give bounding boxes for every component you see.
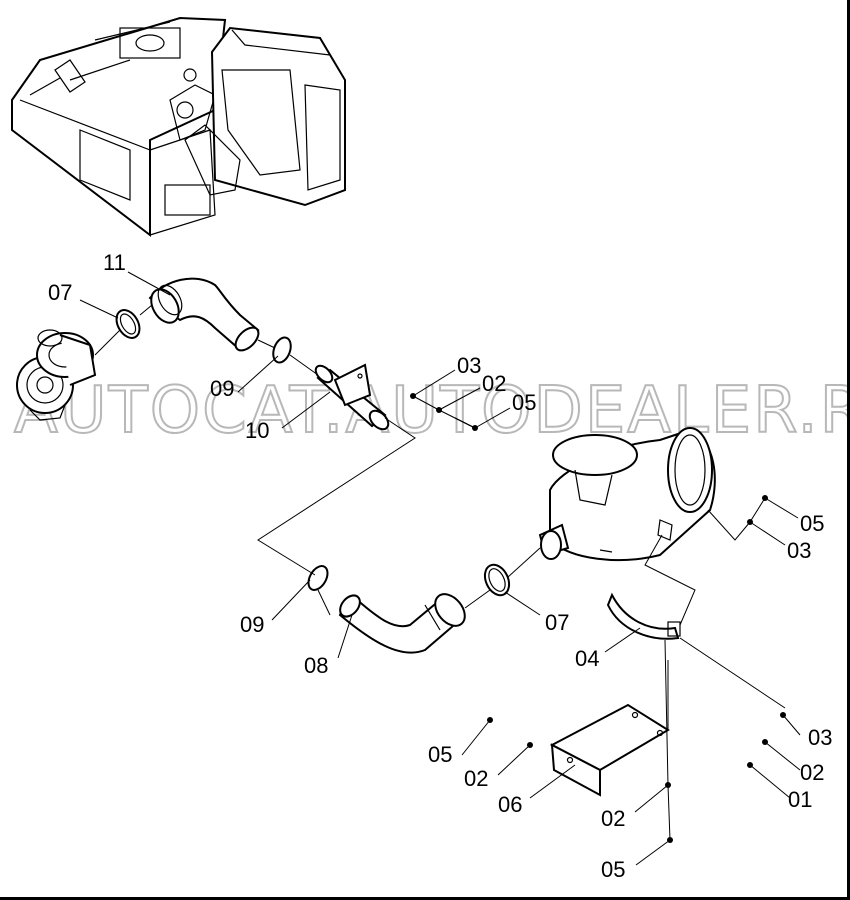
callout-02-bottom: 02	[601, 806, 625, 831]
callout-04: 04	[575, 646, 599, 671]
callout-02-upper: 02	[482, 371, 506, 396]
mounting-bracket-06	[549, 703, 670, 797]
hose-clamp-09-lower	[307, 565, 329, 591]
callout-01: 01	[788, 787, 812, 812]
intake-pipe-10	[314, 363, 390, 431]
hose-elbow-11	[148, 277, 260, 352]
callout-labels: 11 07 09 10 03 02 05 05 03 09 08 07 04 0…	[48, 250, 832, 882]
callout-02-bracket: 02	[464, 766, 488, 791]
callout-03-right: 03	[787, 538, 811, 563]
callout-03-lower: 03	[808, 725, 832, 750]
callout-03-upper: 03	[457, 353, 481, 378]
callout-10: 10	[245, 418, 269, 443]
callout-07-lower: 07	[545, 610, 569, 635]
callout-05-right: 05	[800, 511, 824, 536]
hose-clamp-07-lower	[483, 563, 511, 597]
callout-11: 11	[103, 250, 126, 275]
hose-clamp-07-upper	[115, 309, 141, 339]
frame-bottom	[0, 897, 850, 900]
turbocharger	[16, 329, 97, 421]
air-cleaner	[538, 427, 716, 561]
callout-07-upper: 07	[48, 280, 72, 305]
watermark-text: AUTOCAT.AUTODEALER.RU	[14, 374, 850, 448]
callout-09-lower: 09	[240, 612, 264, 637]
callout-09-upper: 09	[210, 376, 234, 401]
callout-05-bracket: 05	[428, 742, 452, 767]
callout-02-lower: 02	[800, 760, 824, 785]
callout-leaders	[79, 271, 801, 866]
callout-08: 08	[304, 653, 328, 678]
mounting-band-04	[606, 592, 681, 640]
callout-05-upper: 05	[512, 390, 536, 415]
frame-right	[847, 0, 850, 900]
callout-05-bottom: 05	[601, 857, 625, 882]
callout-06: 06	[498, 792, 522, 817]
hose-elbow-08	[338, 593, 466, 654]
machine-overview	[11, 16, 346, 238]
